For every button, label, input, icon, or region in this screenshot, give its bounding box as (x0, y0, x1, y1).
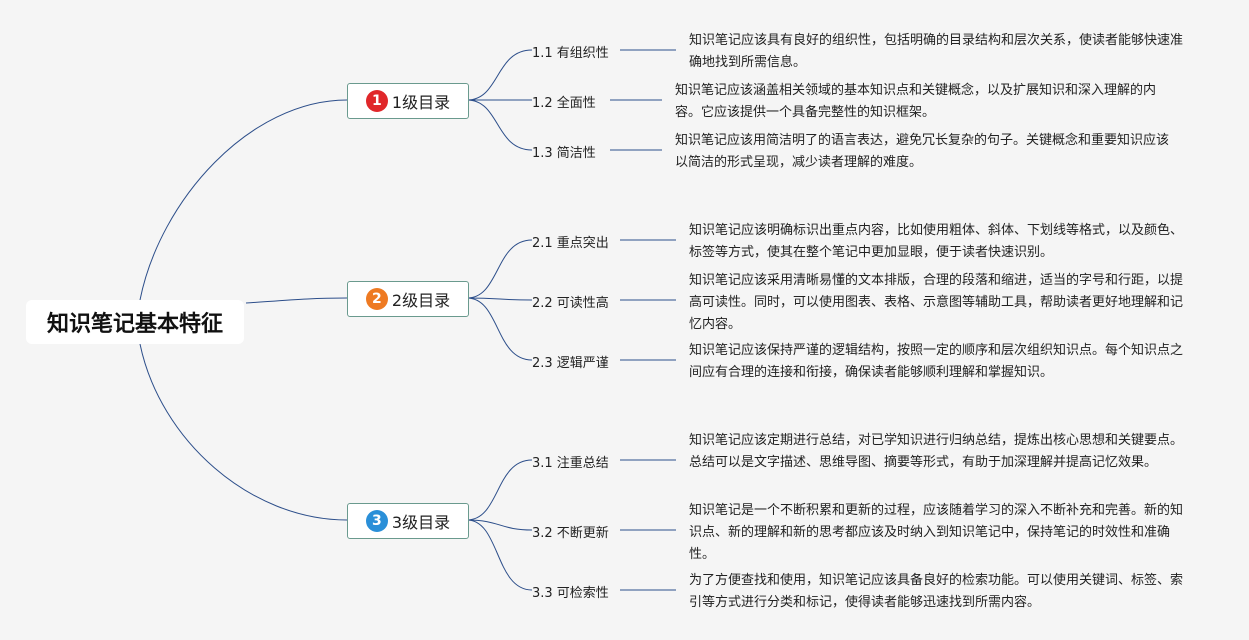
topic-description-3-1: 知识笔记应该定期进行总结，对已学知识进行归纳总结，提炼出核心思想和关键要点。总结… (689, 433, 1184, 470)
topic-description-2-1: 知识笔记应该明确标识出重点内容，比如使用粗体、斜体、下划线等格式，以及颜色、标签… (689, 223, 1184, 260)
section-label: 2级目录 (391, 291, 451, 310)
section-2-item-1-line (466, 239, 533, 299)
topic-node-1-2[interactable]: 1.2 全面性 (532, 96, 596, 111)
section-label: 1级目录 (391, 93, 451, 112)
topic-node-1-1[interactable]: 1.1 有组织性 (532, 46, 609, 61)
section-1-item-1-line (466, 49, 533, 101)
topic-node-3-1[interactable]: 3.1 注重总结 (532, 456, 609, 471)
topic-node-1-3[interactable]: 1.3 简洁性 (532, 146, 596, 161)
root-to-section-1-line (139, 99, 348, 301)
topic-description-2-2: 知识笔记应该采用清晰易懂的文本排版，合理的段落和缩进，适当的字号和行距，以提高可… (689, 273, 1184, 332)
topic-node-3-2[interactable]: 3.2 不断更新 (532, 526, 609, 541)
root-to-section-3-line (139, 343, 348, 521)
section-3-item-3-line (466, 519, 533, 591)
number-badge-icon: 1 (365, 90, 388, 112)
root-node[interactable]: 知识笔记基本特征 (26, 300, 244, 344)
section-3-item-1-line (466, 459, 533, 521)
number-badge-icon: 3 (365, 510, 388, 532)
topic-description-3-2: 知识笔记是一个不断积累和更新的过程，应该随着学习的深入不断补充和完善。新的知识点… (689, 503, 1184, 562)
topic-description-3-3: 为了方便查找和使用，知识笔记应该具备良好的检索功能。可以使用关键词、标签、索引等… (689, 573, 1184, 610)
section-label: 3级目录 (391, 513, 451, 532)
topic-description-1-3: 知识笔记应该用简洁明了的语言表达，避免冗长复杂的句子。关键概念和重要知识应该以简… (675, 133, 1170, 170)
topic-node-2-3[interactable]: 2.3 逻辑严谨 (532, 356, 609, 371)
section-node-2[interactable]: 2 2级目录 (347, 281, 469, 317)
section-node-1[interactable]: 1 1级目录 (347, 83, 469, 119)
topic-node-2-1[interactable]: 2.1 重点突出 (532, 236, 609, 251)
section-1-item-3-line (466, 99, 533, 151)
root-title: 知识笔记基本特征 (46, 312, 223, 337)
number-badge-icon: 2 (365, 288, 388, 310)
topic-node-3-3[interactable]: 3.3 可检索性 (532, 586, 609, 601)
root-to-section-2-line (245, 297, 348, 304)
topic-description-1-2: 知识笔记应该涵盖相关领域的基本知识点和关键概念，以及扩展知识和深入理解的内容。它… (675, 83, 1157, 120)
section-3-item-2-line (466, 519, 533, 531)
topic-description-2-3: 知识笔记应该保持严谨的逻辑结构，按照一定的顺序和层次组织知识点。每个知识点之间应… (689, 343, 1184, 380)
section-node-3[interactable]: 3 3级目录 (347, 503, 469, 539)
section-2-item-2-line (466, 297, 533, 301)
section-2-item-3-line (466, 297, 533, 361)
topic-description-1-1: 知识笔记应该具有良好的组织性，包括明确的目录结构和层次关系，使读者能够快速准确地… (689, 33, 1184, 70)
topic-node-2-2[interactable]: 2.2 可读性高 (532, 296, 609, 311)
